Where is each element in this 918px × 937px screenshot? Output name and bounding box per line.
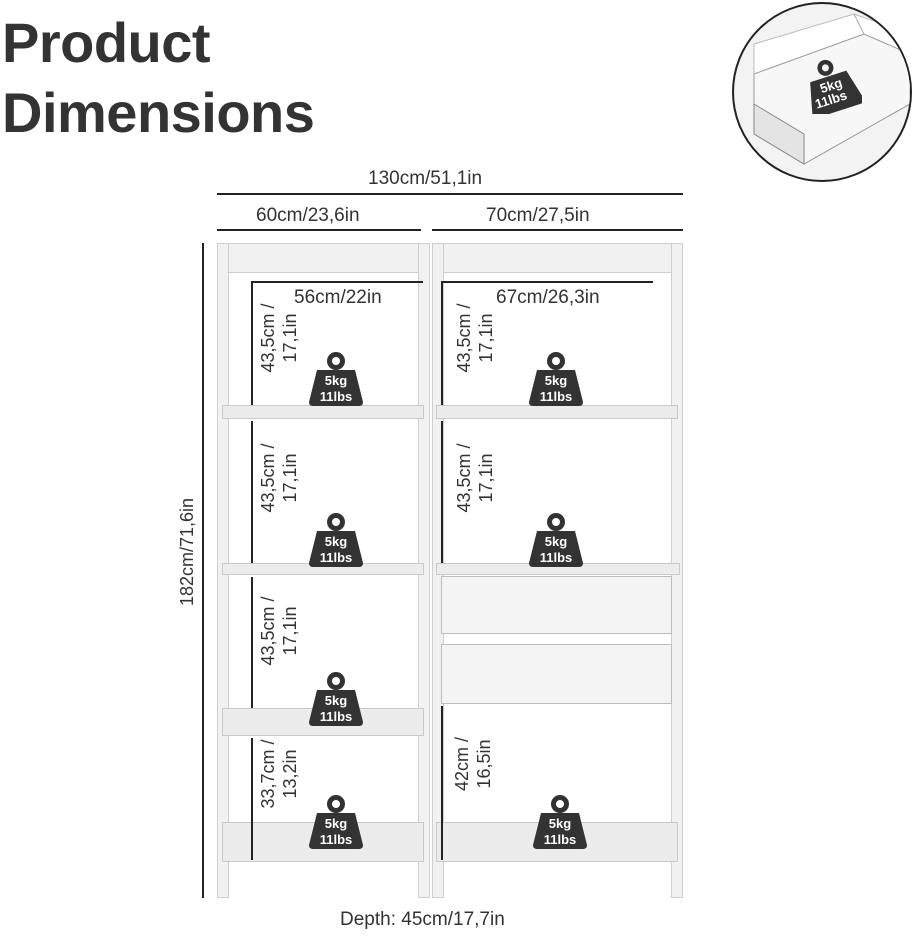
- right-compartment-1-height-cm: 43,5cm /: [454, 303, 474, 373]
- weight-kg-label: 5kg: [544, 373, 568, 388]
- right-compartment-3-height: 42cm / 16,5in: [451, 714, 495, 814]
- weight-lbs-label: 11lbs: [319, 709, 353, 724]
- weight-icon: 5kg 11lbs: [305, 511, 367, 569]
- height-label: 182cm/71,6in: [177, 497, 197, 607]
- drawer-upper: [441, 576, 672, 634]
- left-compartment-2-height: 43,5cm / 17,1in: [257, 423, 301, 533]
- left-compartment-4-height-in: 13,2in: [280, 749, 300, 799]
- total-width-label: 130cm/51,1in: [368, 168, 483, 189]
- right-compartment-1-height-in: 17,1in: [476, 313, 496, 363]
- right-compartment-3-height-in: 16,5in: [474, 739, 494, 789]
- left-compartment-1-height-in: 17,1in: [280, 313, 300, 363]
- weight-icon: 5kg 11lbs: [305, 670, 367, 728]
- right-compartment-3-height-cm: 42cm /: [452, 736, 472, 792]
- weight-icon: 5kg 11lbs: [800, 56, 862, 114]
- left-compartment-2-line: [251, 421, 253, 563]
- right-inner-width-label: 67cm/26,3in: [496, 287, 600, 308]
- weight-kg-label: 5kg: [324, 693, 348, 708]
- weight-kg-label: 5kg: [324, 534, 348, 549]
- page-title: Product Dimensions: [2, 8, 315, 148]
- left-compartment-1-height: 43,5cm / 17,1in: [257, 283, 301, 393]
- weight-lbs-label: 11lbs: [319, 550, 353, 565]
- right-compartment-3-line: [441, 706, 443, 860]
- drawer-detail-zoom: 5kg 11lbs: [732, 2, 912, 182]
- left-compartment-3-height-cm: 43,5cm /: [258, 596, 278, 666]
- right-compartment-2-height-in: 17,1in: [476, 453, 496, 503]
- right-width-line: [432, 229, 683, 231]
- weight-icon: 5kg 11lbs: [305, 350, 367, 408]
- right-top-panel: [432, 243, 683, 273]
- left-top-panel: [217, 243, 427, 273]
- right-compartment-1-line: [441, 281, 443, 405]
- weight-kg-label: 5kg: [324, 373, 348, 388]
- depth-label: Depth: 45cm/17,7in: [340, 909, 505, 930]
- weight-icon: 5kg 11lbs: [525, 350, 587, 408]
- left-compartment-2-height-cm: 43,5cm /: [258, 443, 278, 513]
- total-width-line: [217, 193, 683, 195]
- weight-lbs-label: 11lbs: [319, 832, 353, 847]
- weight-icon: 5kg 11lbs: [305, 793, 367, 851]
- weight-icon: 5kg 11lbs: [525, 511, 587, 569]
- title-line-1: Product: [2, 11, 211, 74]
- height-line: [202, 243, 204, 898]
- left-inner-width-label: 56cm/22in: [294, 287, 382, 308]
- left-compartment-4-height-cm: 33,7cm /: [258, 739, 278, 809]
- weight-lbs-label: 11lbs: [319, 389, 353, 404]
- left-compartment-3-height-in: 17,1in: [280, 606, 300, 656]
- left-compartment-1-line: [251, 281, 253, 405]
- left-compartment-2-height-in: 17,1in: [280, 453, 300, 503]
- weight-kg-label: 5kg: [548, 816, 572, 831]
- left-compartment-4-height: 33,7cm / 13,2in: [257, 724, 301, 824]
- right-width-label: 70cm/27,5in: [486, 205, 590, 226]
- weight-lbs-label: 11lbs: [539, 550, 573, 565]
- left-compartment-4-line: [251, 738, 253, 860]
- left-compartment-3-height: 43,5cm / 17,1in: [257, 576, 301, 686]
- right-compartment-2-height: 43,5cm / 17,1in: [453, 423, 497, 533]
- right-compartment-2-height-cm: 43,5cm /: [454, 443, 474, 513]
- weight-lbs-label: 11lbs: [543, 832, 577, 847]
- left-compartment-1-height-cm: 43,5cm /: [258, 303, 278, 373]
- right-inner-width-line: [441, 281, 653, 283]
- left-width-line: [217, 229, 421, 231]
- left-width-label: 60cm/23,6in: [256, 205, 360, 226]
- weight-lbs-label: 11lbs: [539, 389, 573, 404]
- left-inner-width-line: [251, 281, 423, 283]
- weight-kg-label: 5kg: [324, 816, 348, 831]
- right-compartment-1-height: 43,5cm / 17,1in: [453, 283, 497, 393]
- right-compartment-2-line: [441, 421, 443, 563]
- weight-kg-label: 5kg: [544, 534, 568, 549]
- left-compartment-3-line: [251, 577, 253, 708]
- title-line-2: Dimensions: [2, 81, 315, 144]
- drawer-lower: [441, 644, 672, 704]
- weight-icon: 5kg 11lbs: [529, 793, 591, 851]
